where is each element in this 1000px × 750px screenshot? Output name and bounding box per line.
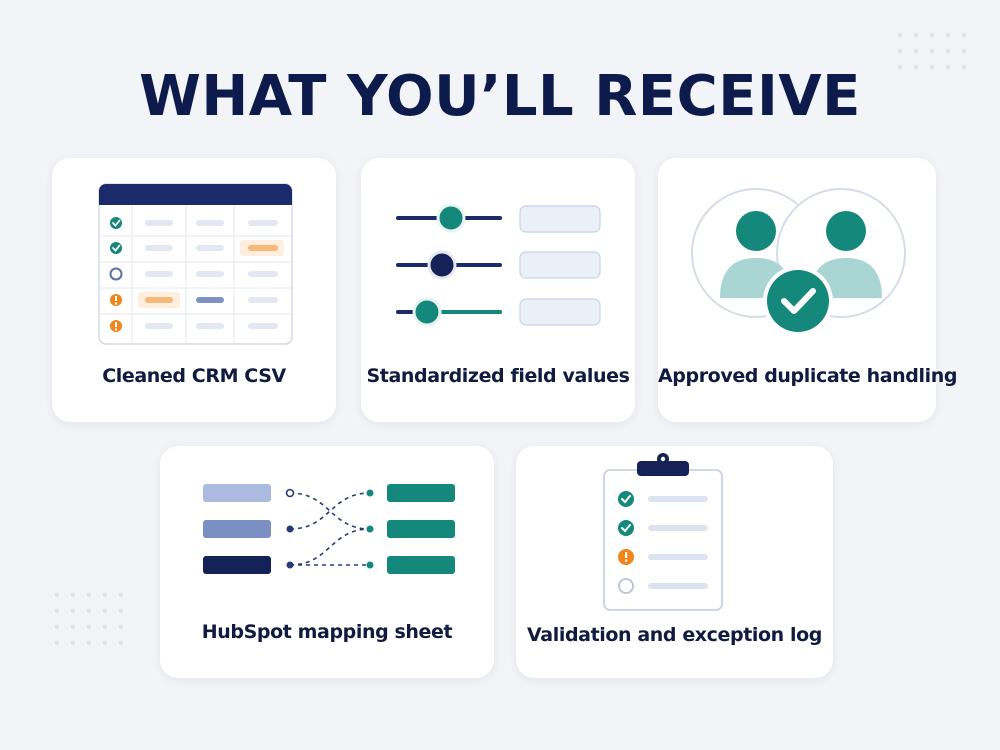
card-hubspot-mapping-sheet: HubSpot mapping sheet: [160, 446, 494, 678]
dot-grid-decoration-top-right: [897, 32, 967, 70]
clipboard-checklist-icon: [603, 453, 723, 611]
card-cleaned-crm-csv: Cleaned CRM CSV: [52, 158, 336, 422]
field-mapping-icon: [203, 484, 455, 574]
card-label-validation-exception-log: Validation and exception log: [527, 624, 822, 646]
page-title: WHAT YOU’LL RECEIVE: [139, 64, 861, 129]
spreadsheet-icon: [98, 183, 293, 345]
sliders-icon: [396, 203, 601, 327]
card-label-approved-duplicate-handling: Approved duplicate handling: [658, 365, 958, 387]
card-label-cleaned-crm-csv: Cleaned CRM CSV: [102, 365, 286, 387]
card-standardized-field-values: Standardized field values: [361, 158, 635, 422]
card-validation-exception-log: Validation and exception log: [516, 446, 833, 678]
card-label-hubspot-mapping-sheet: HubSpot mapping sheet: [201, 621, 453, 643]
dot-grid-decoration-bottom-left: [54, 592, 124, 646]
duplicate-users-icon: [691, 188, 906, 336]
card-approved-duplicate-handling: Approved duplicate handling: [658, 158, 958, 422]
card-label-standardized-field-values: Standardized field values: [366, 365, 630, 387]
